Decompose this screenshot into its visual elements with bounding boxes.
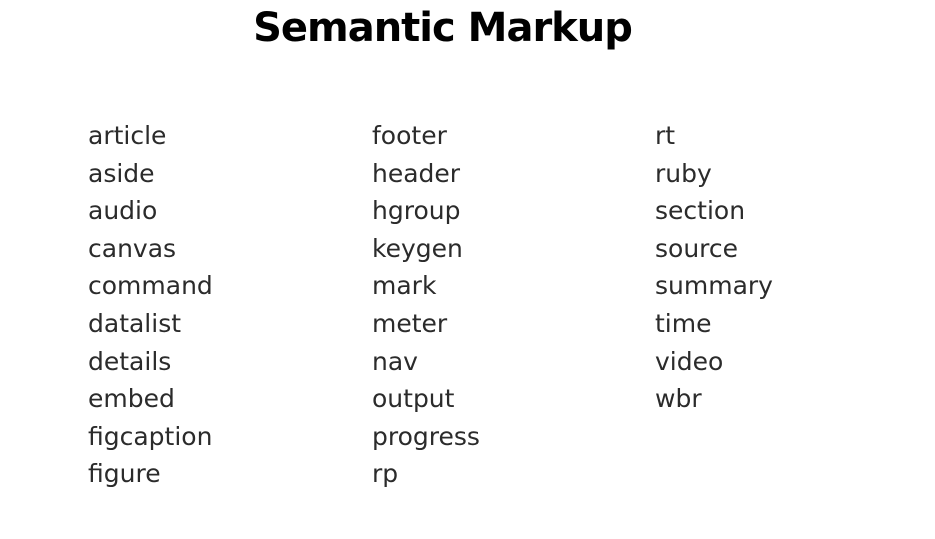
element-name: header — [372, 158, 461, 188]
element-name: meter — [372, 308, 448, 338]
element-name: embed — [88, 384, 175, 414]
element-name: audio — [88, 196, 158, 226]
element-name: rp — [372, 459, 399, 489]
element-name: footer — [372, 121, 447, 150]
element-name: summary — [655, 271, 773, 301]
element-name: nav — [372, 346, 418, 376]
element-name: hgroup — [372, 196, 461, 226]
element-list-column-3: rt ruby section source summary time vide… — [655, 117, 773, 418]
element-name: ruby — [655, 158, 712, 188]
element-name: time — [655, 308, 712, 338]
element-name: video — [655, 346, 724, 376]
element-name: article — [88, 121, 167, 150]
element-name: figcaption — [88, 421, 213, 451]
element-list-column-2: footer header hgroup keygen mark meter n… — [372, 117, 480, 493]
element-name: command — [88, 271, 213, 301]
element-name: aside — [88, 158, 155, 188]
element-name: figure — [88, 459, 161, 489]
element-name: rt — [655, 121, 676, 150]
element-list-column-1: article aside audio canvas command datal… — [88, 117, 213, 493]
element-name: keygen — [372, 233, 463, 263]
element-name: source — [655, 233, 739, 263]
element-name: progress — [372, 421, 480, 451]
slide-title: Semantic Markup — [253, 5, 633, 51]
element-name: canvas — [88, 233, 177, 263]
element-name: output — [372, 384, 455, 414]
element-name: details — [88, 346, 172, 376]
element-name: section — [655, 196, 746, 226]
element-name: wbr — [655, 384, 702, 414]
element-name: mark — [372, 271, 437, 301]
element-name: datalist — [88, 308, 182, 338]
